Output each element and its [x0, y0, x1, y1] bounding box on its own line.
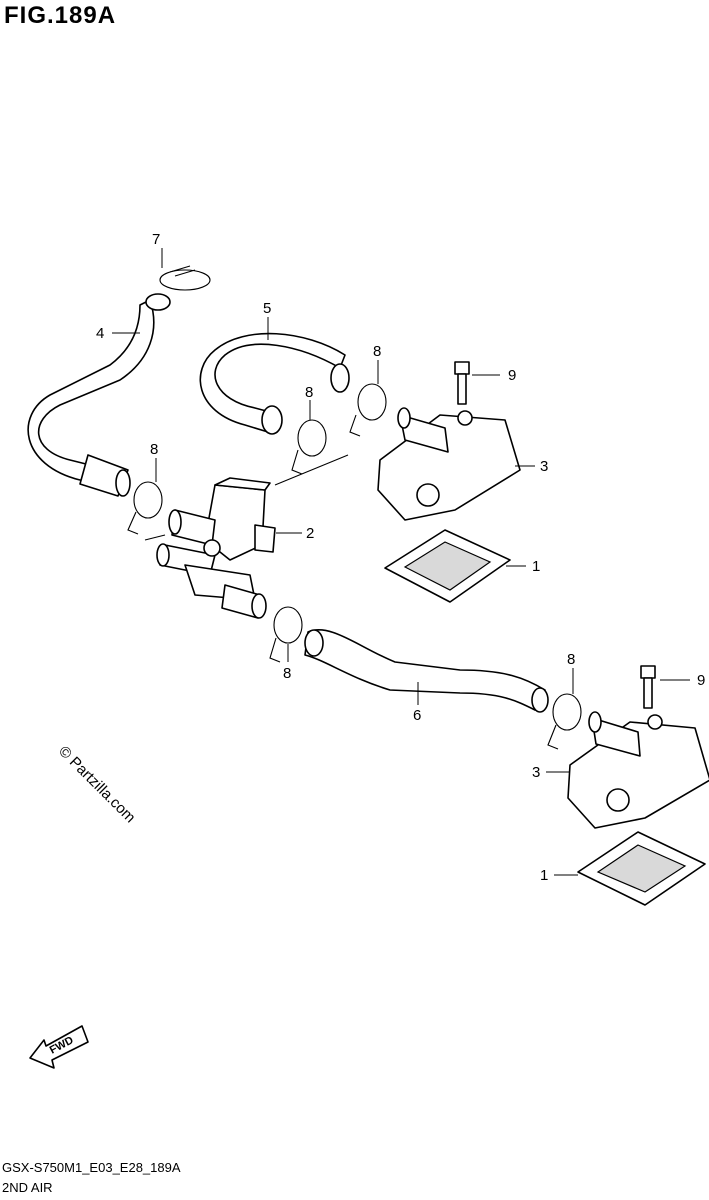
reed-cover-3-a[interactable]	[377, 407, 521, 521]
bolt-9-a[interactable]	[454, 361, 470, 405]
callout-3-b: 3	[532, 764, 540, 781]
diagram-code: GSX-S750M1_E03_E28_189A	[2, 1160, 181, 1175]
clamp-7[interactable]	[159, 265, 211, 291]
clamp-8-b[interactable]	[291, 419, 327, 475]
hose-5[interactable]	[199, 332, 350, 435]
callout-4: 4	[96, 325, 104, 342]
callout-8-a: 8	[373, 343, 381, 360]
callout-9-a: 9	[508, 367, 516, 384]
callout-8-e: 8	[567, 651, 575, 668]
callout-8-c: 8	[150, 441, 158, 458]
callout-3-a: 3	[540, 458, 548, 475]
hose-4[interactable]	[27, 293, 171, 497]
diagram-subtitle: 2ND AIR	[2, 1180, 53, 1195]
clamp-8-e[interactable]	[547, 693, 582, 750]
reed-valve-1-a[interactable]	[384, 529, 511, 603]
callout-6: 6	[413, 707, 421, 724]
clamp-8-c[interactable]	[127, 481, 163, 535]
fwd-arrow-icon: FWD	[29, 1025, 89, 1069]
bolt-9-b[interactable]	[640, 665, 656, 709]
callout-9-b: 9	[697, 672, 705, 689]
hose-6[interactable]	[304, 629, 549, 713]
callout-1-b: 1	[540, 867, 548, 884]
callout-8-d: 8	[283, 665, 291, 682]
callout-5: 5	[263, 300, 271, 317]
clamp-8-a[interactable]	[349, 383, 387, 437]
callout-1-a: 1	[532, 558, 540, 575]
figure-title: FIG.189A	[4, 2, 117, 29]
watermark: © Partzilla.com	[55, 743, 138, 826]
callout-7: 7	[152, 231, 160, 248]
callout-8-b: 8	[305, 384, 313, 401]
clamp-8-d[interactable]	[269, 606, 303, 663]
callout-2: 2	[306, 525, 314, 542]
valve-2[interactable]	[156, 477, 276, 619]
reed-cover-3-b[interactable]	[567, 711, 709, 829]
reed-valve-1-b[interactable]	[577, 831, 706, 906]
